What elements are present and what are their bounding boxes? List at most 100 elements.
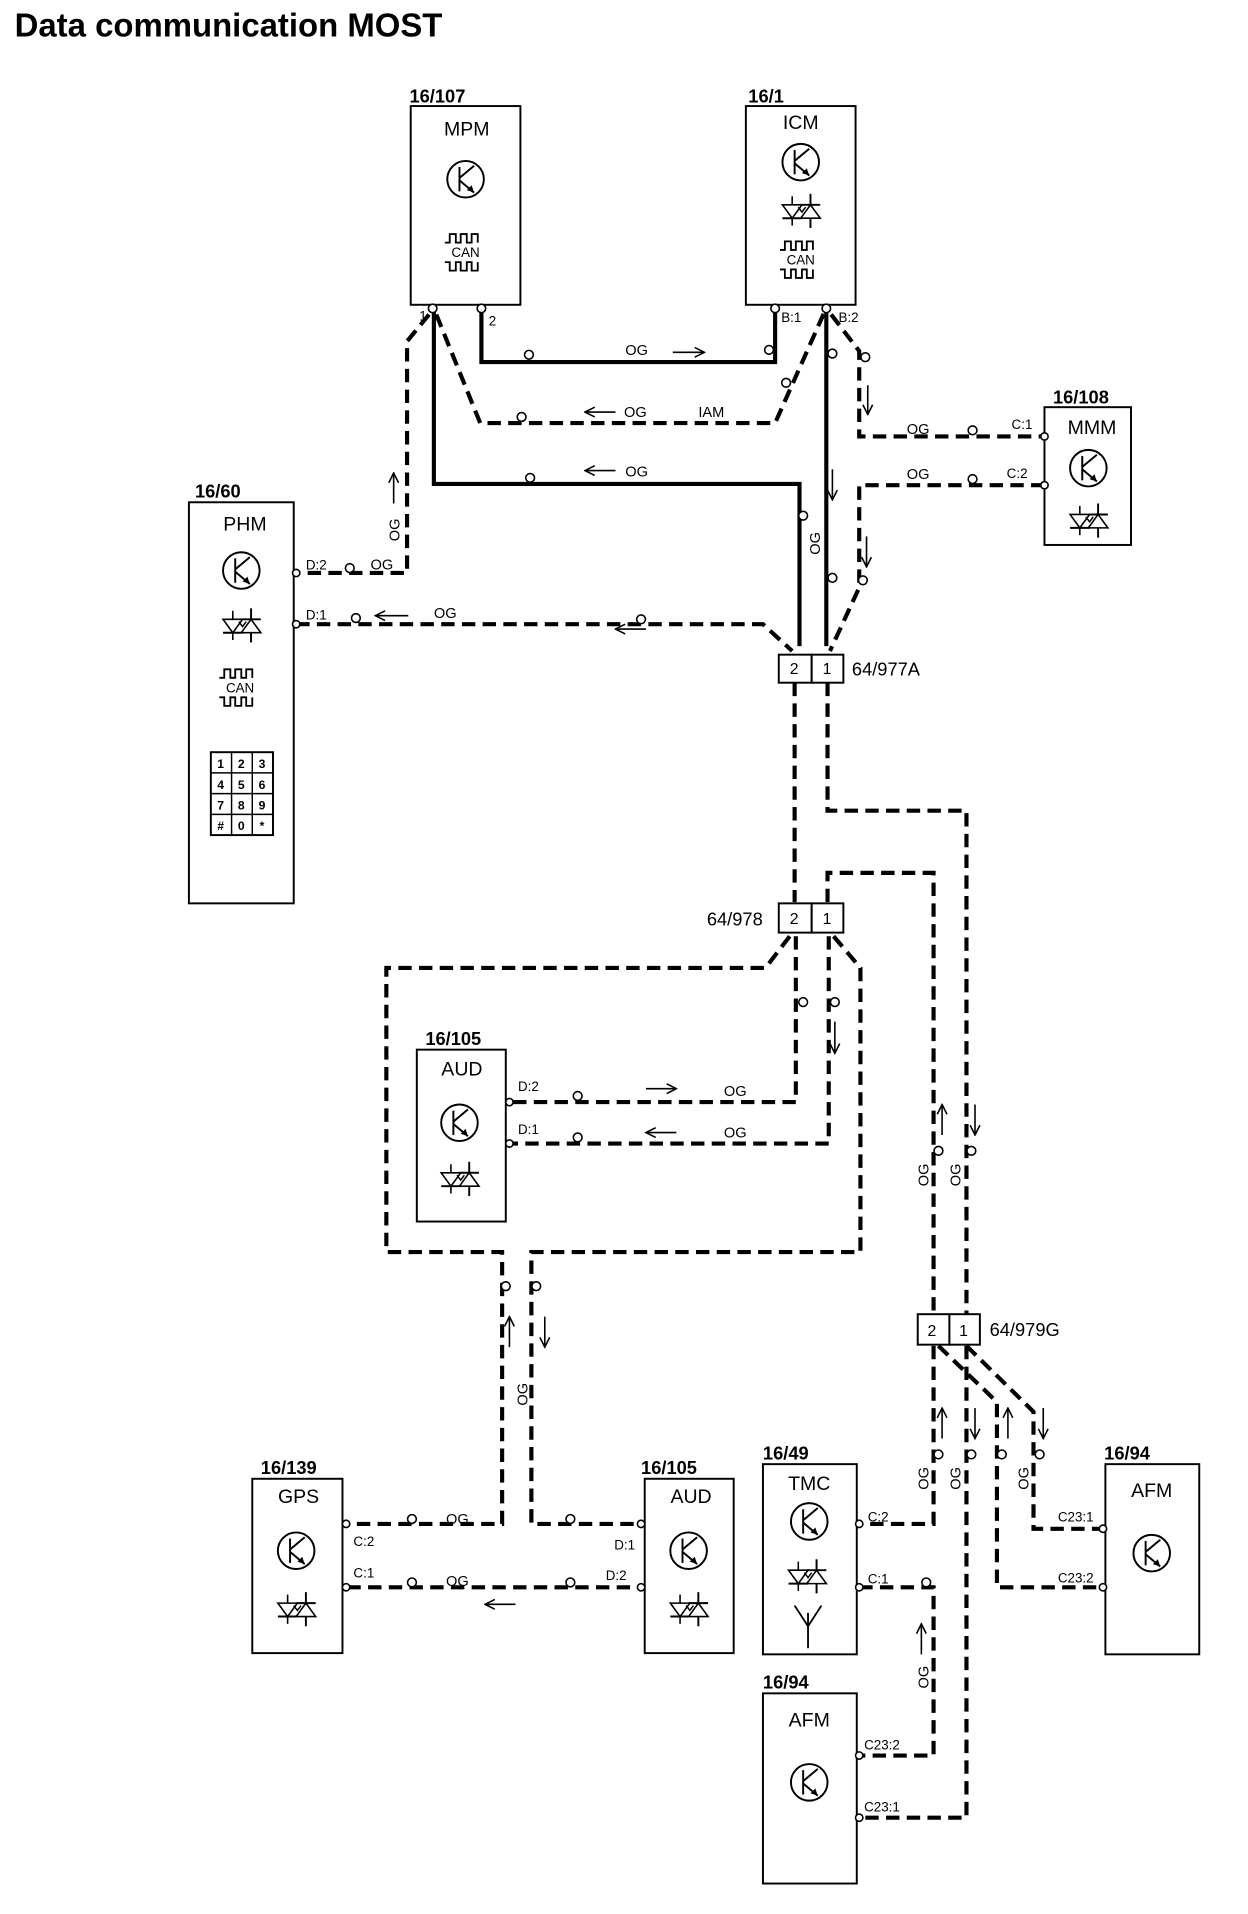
wire-tmc-afm [859, 1585, 936, 1758]
module-name: PHM [223, 513, 266, 535]
wire-color-label: OG [516, 1383, 532, 1406]
keypad-key: 9 [259, 798, 266, 812]
cavity-label: 1 [823, 911, 832, 928]
pin-label: C23:2 [1058, 1570, 1094, 1585]
wire-color-label: OG [388, 519, 404, 542]
pin-label: C:1 [868, 1572, 889, 1587]
pin-label: C:1 [353, 1566, 374, 1581]
module-name: GPS [278, 1486, 319, 1508]
module-id: 16/1 [748, 85, 784, 106]
module-aud-upper[interactable]: 16/105 AUD D:2 D:1 [415, 1028, 539, 1223]
wire-977a-979g [825, 682, 969, 1315]
module-tmc[interactable]: 16/49 TMC C:2 C:1 [761, 1442, 889, 1656]
pin-label: C:2 [868, 1509, 889, 1524]
keypad-key: * [260, 819, 265, 833]
keypad-key: 8 [238, 798, 245, 812]
wire-978-gps [347, 935, 792, 1526]
wire-mpm-icm [479, 307, 778, 365]
transistor-icon [1132, 1533, 1171, 1573]
transistor-icon [789, 1502, 829, 1541]
module-id: 16/94 [763, 1671, 810, 1692]
transistor-icon [440, 1103, 479, 1143]
wire-color-label: OG [948, 1163, 964, 1186]
wire-color-label: OG [907, 422, 930, 438]
keypad-key: 7 [217, 798, 224, 812]
pin-label: D:1 [518, 1122, 539, 1137]
module-id: 16/139 [261, 1457, 317, 1478]
keypad-key: 5 [238, 778, 245, 792]
module-id: 16/105 [425, 1028, 481, 1049]
module-id: 16/107 [410, 85, 466, 106]
transistor-icon [789, 1763, 829, 1802]
antenna-icon [793, 1605, 823, 1649]
pin-label: D:2 [306, 557, 327, 572]
keypad-icon: 1 2 3 4 5 6 7 8 9 # 0 * [209, 751, 274, 837]
pin-label: B:2 [839, 310, 859, 325]
module-gps[interactable]: 16/139 GPS C:2 C:1 [251, 1457, 374, 1655]
module-id: 16/108 [1053, 387, 1109, 408]
module-afm-right[interactable]: 16/94 AFM C23:1 C23:2 [1058, 1442, 1201, 1656]
wire-color-label: OG [724, 1084, 747, 1100]
pin-label: D:2 [606, 1568, 627, 1583]
wire-label-iam: IAM [698, 405, 724, 421]
transistor-icon [276, 1531, 316, 1570]
module-id: 16/60 [195, 480, 241, 501]
transistor-icon [1069, 448, 1108, 488]
pin-label: C:1 [1012, 417, 1033, 432]
module-id: 16/94 [1104, 1442, 1151, 1463]
keypad-key: # [217, 819, 224, 833]
transistor-icon [222, 551, 261, 590]
pin-label: C:2 [353, 1534, 374, 1549]
module-mpm[interactable]: 16/107 MPM CAN 1 2 [410, 85, 522, 329]
pin-label: D:1 [614, 1537, 635, 1552]
pin-label: B:1 [781, 310, 801, 325]
wire-color-label: OG [808, 532, 824, 555]
connector-64-979g[interactable]: 2 1 64/979G [916, 1313, 1060, 1346]
wire-color-label: OG [948, 1467, 964, 1490]
connector-64-978[interactable]: 2 1 64/978 [707, 902, 845, 934]
module-aud-lower[interactable]: 16/105 AUD D:1 D:2 [606, 1457, 735, 1655]
cavity-label: 2 [790, 911, 799, 928]
wire-978-aud-d2 [509, 936, 798, 1105]
cavity-label: 2 [927, 1323, 936, 1340]
connector-64-977a[interactable]: 2 1 64/977A [777, 653, 921, 684]
transistor-icon [669, 1531, 708, 1570]
module-mmm[interactable]: 16/108 MMM C:1 C:2 [1007, 387, 1132, 546]
wire-icm-mmm [829, 313, 1045, 439]
wire-color-label: OG [907, 467, 930, 483]
wire-color-label: OG [1017, 1467, 1033, 1490]
module-name: AUD [670, 1486, 711, 1508]
pin-label: C23:1 [864, 1800, 900, 1815]
cavity-label: 1 [823, 661, 832, 678]
pin-label: D:2 [518, 1079, 539, 1094]
wire-mpm-977a [431, 312, 802, 647]
module-phm[interactable]: 16/60 PHM CAN 1 2 3 4 5 6 7 8 9 # 0 * [187, 480, 327, 905]
cavity-label: 2 [790, 661, 799, 678]
pin-label: D:1 [306, 607, 327, 622]
diagram-title: Data communication MOST [15, 7, 443, 44]
keypad-key: 6 [259, 778, 266, 792]
connector-id: 64/978 [707, 908, 763, 929]
module-afm-bottom[interactable]: 16/94 AFM C23:2 C23:1 [761, 1671, 900, 1885]
wire-phm-977a [296, 622, 794, 653]
pin-label: 1 [419, 309, 426, 324]
keypad-key: 2 [238, 757, 245, 771]
keypad-key: 4 [217, 778, 224, 792]
wire-979g-afm-bottom [859, 1345, 969, 1820]
module-id: 16/105 [641, 1457, 697, 1478]
module-name: AFM [789, 1709, 830, 1731]
wire-979g-tmc [859, 1345, 936, 1526]
module-name: AFM [1131, 1480, 1172, 1502]
wire-color-label: OG [371, 557, 394, 573]
wire-mmm-977a [828, 483, 1045, 652]
module-name: MPM [444, 118, 489, 140]
module-name: ICM [783, 112, 819, 134]
module-icm[interactable]: 16/1 ICM CAN B:1 B:2 [744, 85, 859, 325]
wire-978-aud-lower [529, 934, 863, 1526]
keypad-key: 0 [238, 819, 245, 833]
module-id: 16/49 [763, 1442, 809, 1463]
wire-color-label: OG [446, 1574, 469, 1590]
connector-id: 64/977A [852, 658, 921, 679]
pin-label: 2 [489, 314, 496, 329]
